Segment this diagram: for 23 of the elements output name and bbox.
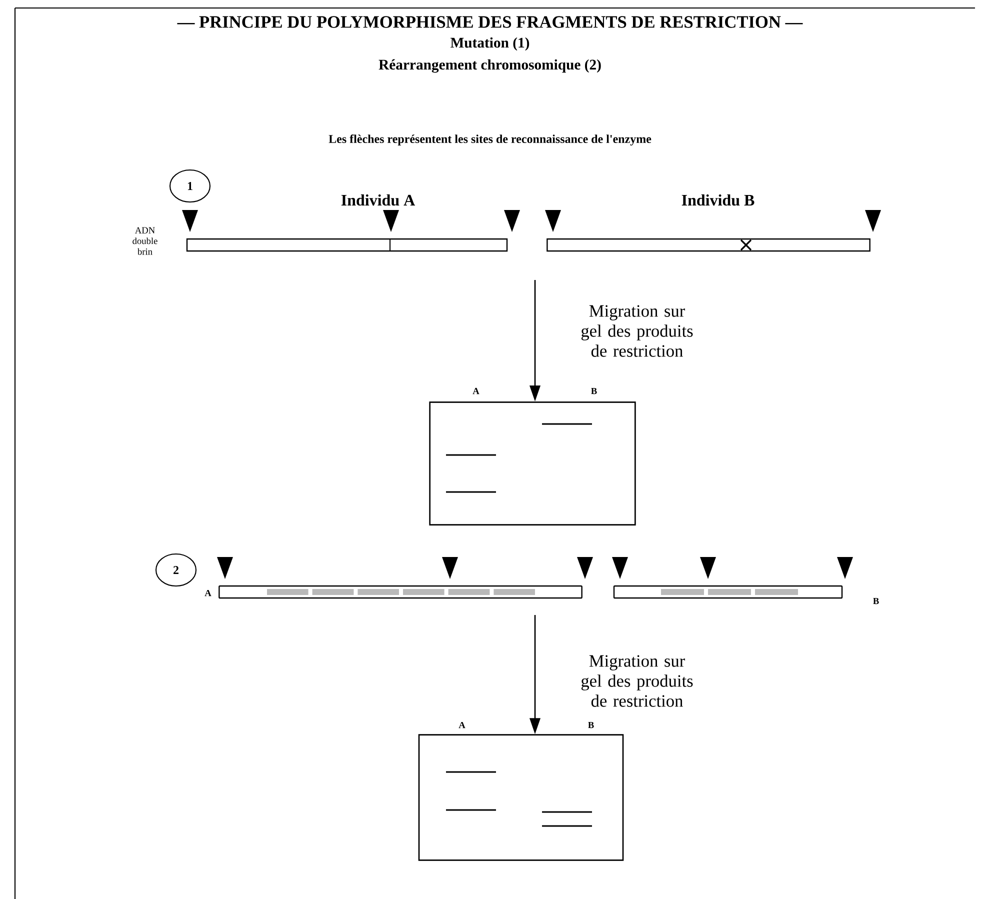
subtitle: Réarrangement chromosomique (2) <box>378 59 601 73</box>
strand-label: A <box>204 590 212 596</box>
dna-strand <box>546 238 870 252</box>
title: — PRINCIPE DU POLYMORPHISME DES FRAGMENTS DE RESTRICTION — <box>177 16 803 28</box>
dna-strand <box>218 585 582 599</box>
strand-label: B <box>873 598 879 604</box>
gel-drawing <box>429 402 636 526</box>
strand-caption: ADN double brin <box>132 227 158 255</box>
note: Les flèches représentent les sites de reconnaissance de l'enzyme <box>328 134 652 146</box>
lane-label: A <box>458 722 466 728</box>
lane-label: B <box>591 388 597 394</box>
edge-label: Migration sur gel des produits de restriction <box>581 655 693 707</box>
lane-label: A <box>472 388 480 394</box>
lane-label: B <box>588 722 594 728</box>
step-number: 1 <box>169 169 211 203</box>
subtitle: Mutation (1) <box>450 37 530 51</box>
strand-heading: Individu B <box>682 194 754 206</box>
dna-strand <box>613 585 843 599</box>
dna-strand <box>186 238 508 252</box>
edge-label: Migration sur gel des produits de restriction <box>581 305 693 357</box>
strand-heading: Individu A <box>341 194 416 206</box>
gel-drawing <box>418 734 624 861</box>
step-number: 2 <box>155 553 197 587</box>
